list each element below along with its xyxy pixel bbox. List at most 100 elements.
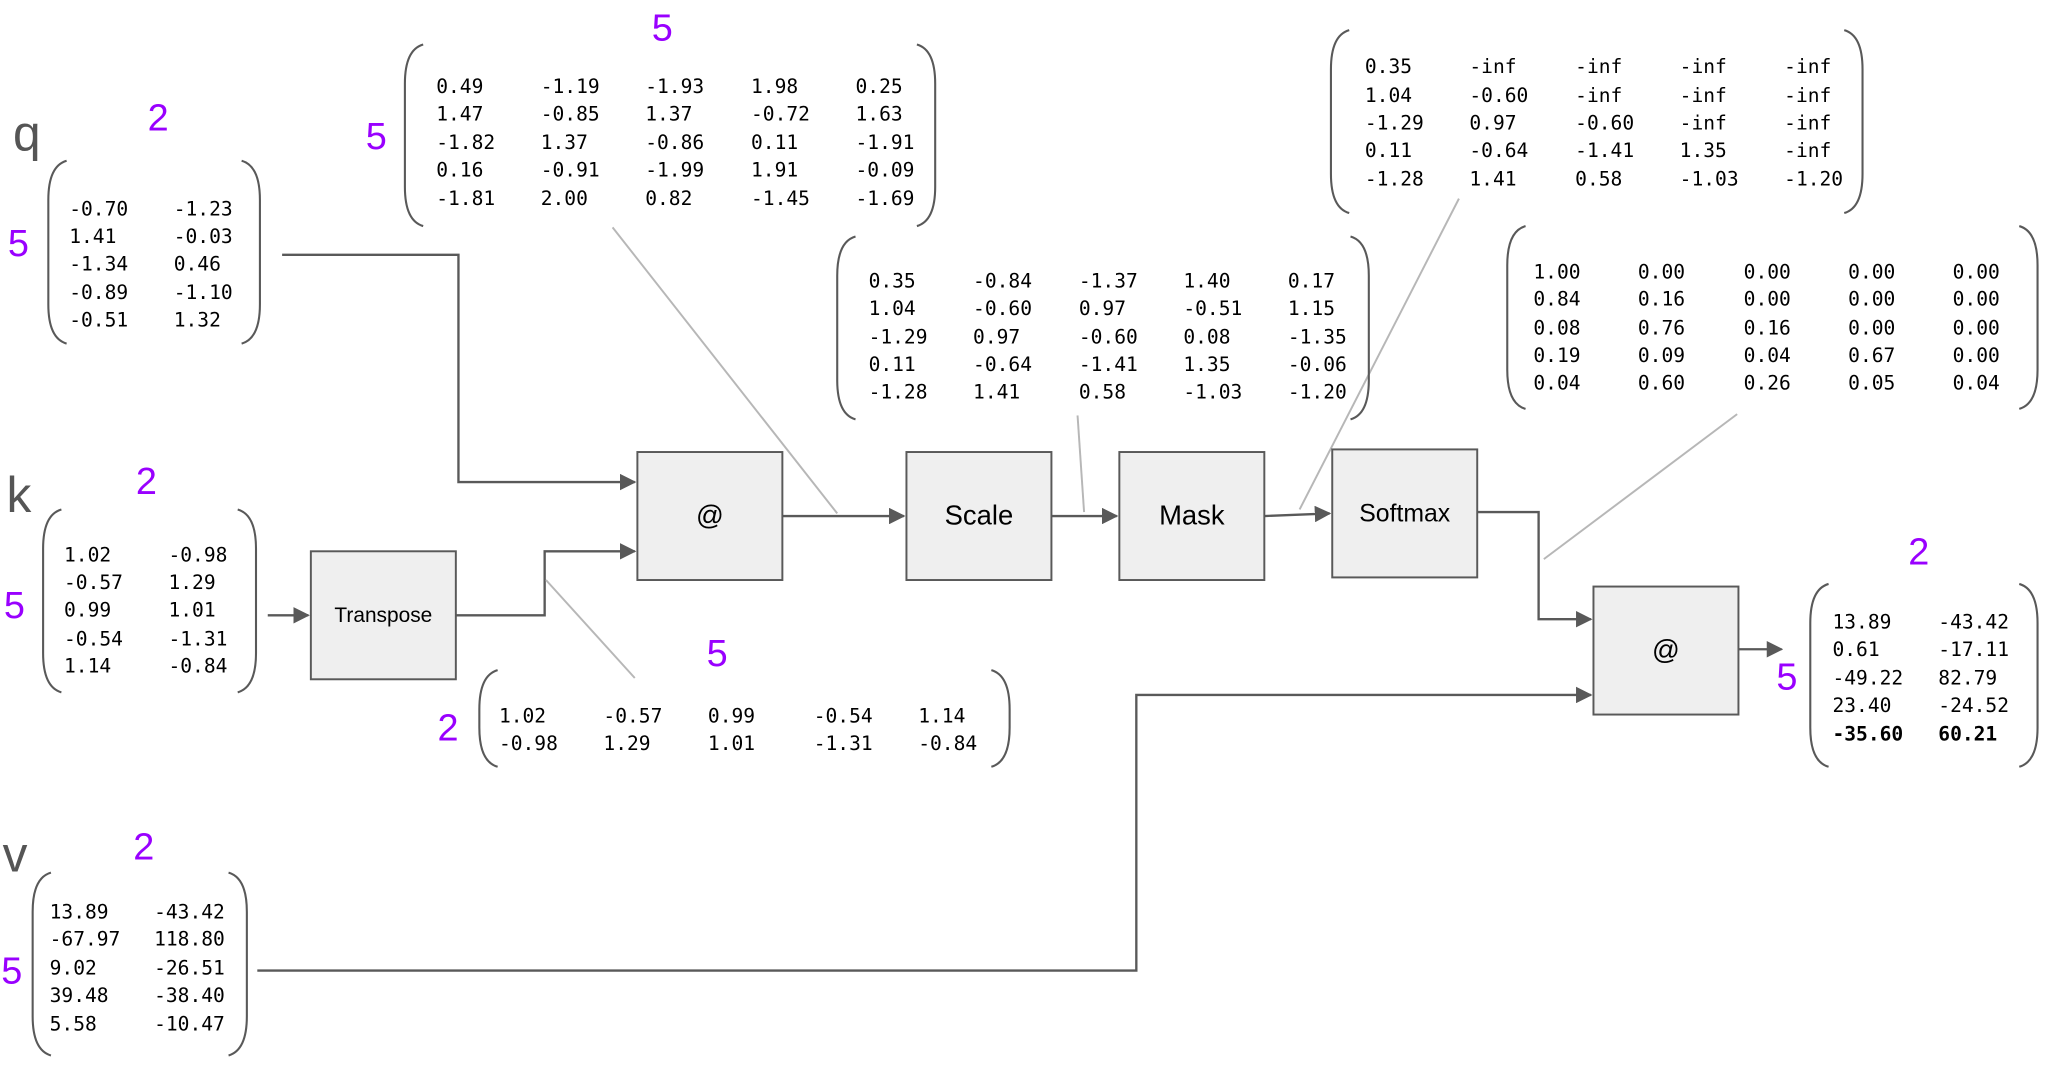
matrix-cell: -1.82 (436, 131, 495, 154)
wire-mask-to-softmax (1264, 505, 1332, 523)
matrix-cell: -1.03 (1183, 380, 1242, 403)
matrix-cell: 0.00 (1848, 288, 1895, 311)
matrix-cell: 0.99 (708, 704, 755, 727)
matrix-cell: 1.14 (64, 655, 111, 678)
left-bracket (1329, 29, 1350, 215)
row-dimension-label: 5 (1, 951, 22, 993)
v-label: v (3, 826, 28, 882)
matrix-cell: 1.32 (174, 309, 221, 332)
matrix-cell: 118.80 (154, 928, 225, 951)
matrix-cell: 0.35 (869, 269, 916, 292)
matrix-cell: -10.47 (154, 1013, 225, 1036)
matrix-cell: 0.00 (1848, 316, 1895, 339)
matrix-cell: -0.85 (541, 102, 600, 125)
matrix-cell: -1.37 (1079, 269, 1138, 292)
op-mask[interactable]: Mask (1118, 451, 1266, 581)
matrix-cell: 0.00 (1744, 288, 1791, 311)
matrix-cell: 0.16 (436, 158, 483, 181)
matrix-cell: 0.82 (645, 187, 692, 210)
right-bracket (2018, 582, 2039, 768)
matrix-cell: -1.45 (751, 187, 810, 210)
matrix-cell: 0.00 (1953, 344, 2000, 367)
matrix-cell: 0.76 (1638, 316, 1685, 339)
matrix-cell: -0.60 (1575, 111, 1634, 134)
matrix-cell: -0.98 (499, 732, 558, 755)
matrix-cell: -43.42 (1938, 610, 2009, 633)
matrix-cell: 0.11 (1365, 139, 1412, 162)
matrix-cell: -1.29 (1365, 111, 1424, 134)
matrix-cell: 1.01 (168, 599, 215, 622)
leader-k-transposed (545, 579, 636, 679)
op-transpose[interactable]: Transpose (309, 550, 457, 681)
matrix-cell: -17.11 (1938, 638, 2009, 661)
matrix-cell: 1.91 (751, 158, 798, 181)
matrix-cell: 0.00 (1744, 260, 1791, 283)
left-bracket (836, 235, 856, 421)
q-label: q (13, 105, 41, 161)
matrix-cell: 82.79 (1938, 667, 1997, 690)
matrix-masked: 0.35-inf-inf-inf-inf1.04-0.60-inf-inf-in… (1329, 29, 1864, 215)
right-bracket (1843, 29, 1864, 215)
matrix-cell: 0.97 (1079, 297, 1126, 320)
op-matmul1-label: @ (696, 500, 724, 531)
matrix-cell: 1.29 (603, 732, 650, 755)
matrix-cell: 0.11 (869, 353, 916, 376)
matrix-cell: -0.86 (645, 131, 704, 154)
matrix-cell: 1.04 (869, 297, 916, 320)
matrix-cell: -43.42 (154, 900, 225, 923)
matrix-cell: -1.93 (645, 75, 704, 98)
matrix-cell: -0.60 (1469, 84, 1528, 107)
matrix-cell: 0.46 (174, 252, 221, 275)
right-bracket (916, 43, 937, 228)
op-matmul1[interactable]: @ (636, 451, 784, 581)
matrix-cell: -0.98 (168, 544, 227, 567)
matrix-cell: 0.16 (1744, 316, 1791, 339)
matrix-cell: 1.02 (499, 704, 546, 727)
op-scale[interactable]: Scale (905, 451, 1053, 581)
matrix-cell: 0.11 (751, 131, 798, 154)
matrix-cell: 0.16 (1638, 288, 1685, 311)
matrix-cell: -0.54 (64, 627, 123, 650)
matrix-cell: 0.08 (1533, 316, 1580, 339)
leader-softmax (1543, 413, 1738, 560)
left-bracket (31, 871, 52, 1057)
matrix-cell: -0.70 (69, 198, 128, 221)
op-matmul2[interactable]: @ (1592, 585, 1740, 716)
matrix-cell: 0.04 (1953, 371, 2000, 394)
column-dimension-label: 2 (136, 461, 157, 503)
left-bracket (478, 669, 498, 768)
matrix-cell: -24.52 (1938, 694, 2009, 717)
matrix-cell: -inf (1784, 55, 1831, 78)
matrix-cell: -0.57 (603, 704, 662, 727)
matrix-cell: 0.00 (1953, 288, 2000, 311)
k-label: k (7, 467, 32, 523)
matrix-cell: -1.31 (814, 732, 873, 755)
matrix-cell: -0.09 (856, 158, 915, 181)
matrix-cell: -inf (1680, 84, 1727, 107)
matrix-cell: -0.60 (973, 297, 1032, 320)
right-bracket (241, 159, 261, 345)
matrix-cell: -inf (1784, 84, 1831, 107)
matrix-cell: 2.00 (541, 187, 588, 210)
left-bracket (1809, 582, 1829, 768)
matrix-cell: 0.00 (1953, 316, 2000, 339)
matrix-cell: -1.34 (69, 252, 128, 275)
row-dimension-label: 5 (4, 585, 25, 627)
matrix-cell: 0.00 (1848, 260, 1895, 283)
matrix-cell: 1.04 (1365, 84, 1412, 107)
column-dimension-label: 2 (133, 827, 154, 869)
matrix-cell: -inf (1784, 111, 1831, 134)
matrix-cell: 0.00 (1638, 260, 1685, 283)
matrix-cell: 1.00 (1533, 260, 1580, 283)
matrix-cell: -1.20 (1288, 380, 1347, 403)
left-bracket (42, 508, 62, 694)
matrix-cell: -1.19 (541, 75, 600, 98)
matrix-cell: 0.58 (1575, 168, 1622, 191)
matrix-cell: 0.25 (856, 75, 903, 98)
op-softmax[interactable]: Softmax (1331, 448, 1479, 579)
matrix-cell: -0.06 (1288, 353, 1347, 376)
